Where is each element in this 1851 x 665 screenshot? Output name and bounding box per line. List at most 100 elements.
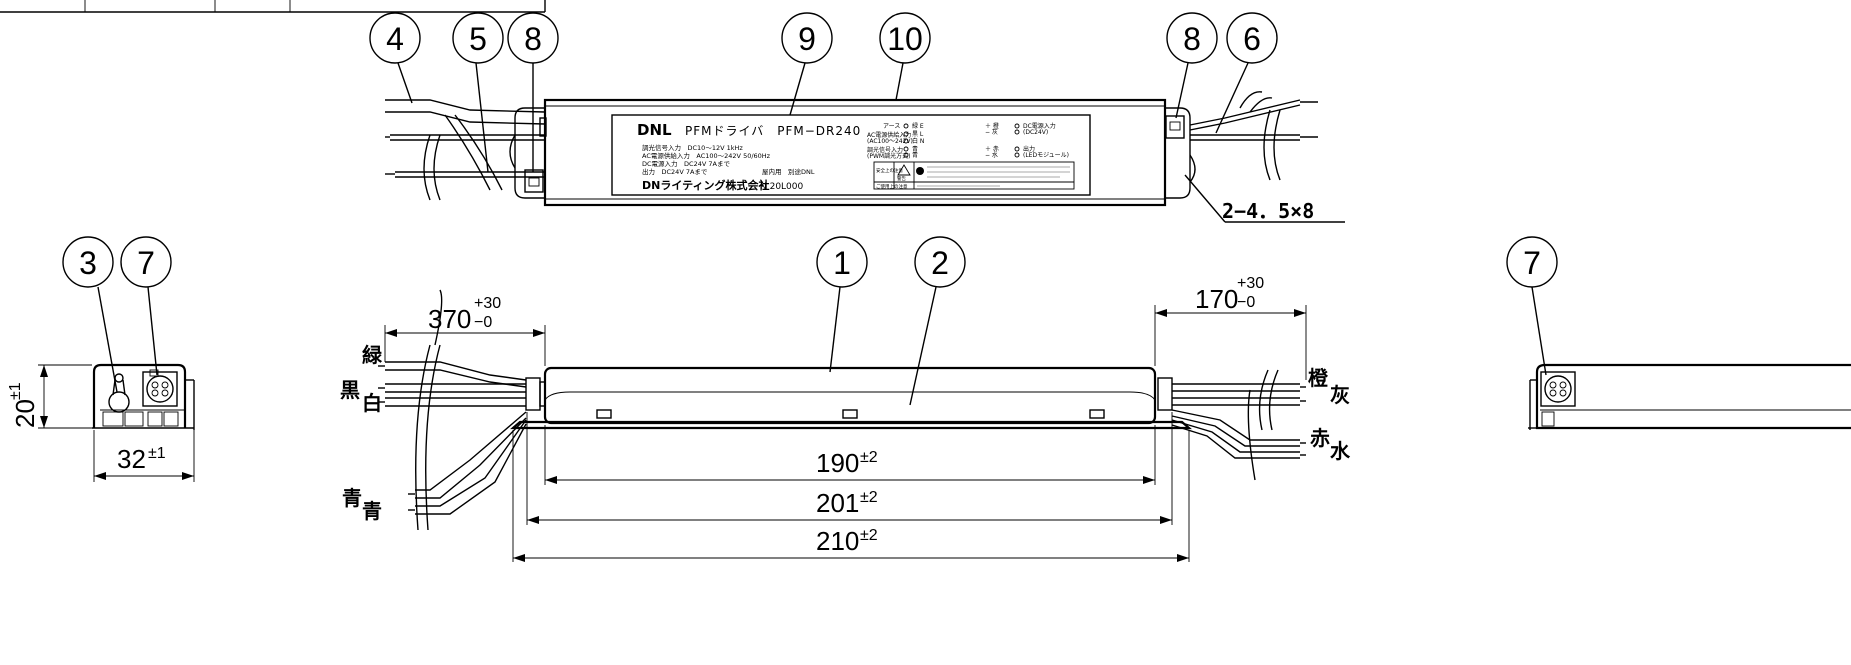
callout-7-left-label: 7 <box>137 245 155 281</box>
term-minus-1: − 灰 <box>985 128 998 136</box>
side-clamp-left <box>525 377 541 411</box>
indoor-note: 屋内用 別途DNL <box>762 167 815 176</box>
callout-5-label: 5 <box>469 21 487 57</box>
mount-hole-spec: 2−4．5×8 <box>1222 199 1314 223</box>
term-dc-v: (DC24V) <box>1023 129 1048 136</box>
height-value: 20 <box>10 399 40 428</box>
warning-triangle-icon <box>897 164 911 176</box>
total-length-tol: ±2 <box>860 527 878 544</box>
callout-4 <box>369 12 421 64</box>
exclamation-icon <box>916 167 924 175</box>
side-view-left-wires <box>378 289 527 531</box>
product-name: PFMドライバ PFM−DR240 <box>685 124 861 138</box>
wire-label-blue-b: 青 <box>362 499 382 523</box>
mid-length: 201 <box>816 488 859 518</box>
body-length-tol: ±2 <box>860 449 878 466</box>
cable-clamp-left <box>524 169 544 193</box>
term-plus-1: ＋ 橙 <box>985 122 999 130</box>
term-earth: アース <box>883 123 900 130</box>
side-view: 緑 黒 白 青 青 橙 灰 赤 水 <box>340 289 1351 531</box>
term-blue-1: 青 <box>912 145 918 153</box>
callout-2-label: 2 <box>931 245 949 281</box>
callout-8-right <box>1166 12 1218 64</box>
callout-10-label: 10 <box>887 21 923 57</box>
end-view-left: 20 ±1 32 ±1 <box>7 363 195 482</box>
callout-3-label: 3 <box>79 245 97 281</box>
term-plus-2: ＋ 赤 <box>985 146 999 153</box>
term-ac-range: (AC100〜242V) <box>867 138 913 145</box>
callout-4-label: 4 <box>386 21 404 57</box>
wire-label-gray: 灰 <box>1330 383 1350 407</box>
callout-6 <box>1226 12 1278 64</box>
term-dim-pwm: (PWM調光方式) <box>867 152 910 160</box>
term-dc-in: DC電源入力 <box>1023 122 1056 130</box>
callout-8-left-label: 8 <box>524 21 542 57</box>
top-view-right-wires <box>1189 91 1318 181</box>
terminal-connector-icon <box>108 373 130 413</box>
spec-line-3: DC電源入力 DC24V 7Aまで <box>642 159 730 168</box>
top-view: DNL PFMドライバ PFM−DR240 調光信号入力 DC10〜12V 1k… <box>385 91 1345 223</box>
total-length: 210 <box>816 526 859 556</box>
dimensions: 370 +30 −0 170 +30 −0 190 ±2 201 ±2 <box>384 275 1307 562</box>
lead-left-tol-plus: +30 <box>474 295 501 312</box>
wire-label-green: 緑 <box>362 343 383 367</box>
term-ac: AC電源供給入力 <box>867 131 911 139</box>
vent-slot <box>596 409 612 419</box>
callout-5 <box>452 12 504 64</box>
callout-1 <box>816 236 868 288</box>
callout-9 <box>781 12 833 64</box>
lead-socket-icon <box>1540 371 1576 407</box>
callout-1-label: 1 <box>833 245 851 281</box>
label-plate-frame <box>611 114 1091 196</box>
spec-line-1: 調光信号入力 DC10〜12V 1kHz <box>642 143 743 152</box>
callout-8-right-label: 8 <box>1183 21 1201 57</box>
base-plate <box>510 420 1192 430</box>
end-view-right-body <box>1535 363 1851 430</box>
term-e: 緑 E <box>912 122 924 130</box>
callout-9-label: 9 <box>798 21 816 57</box>
callout-3 <box>62 236 114 288</box>
term-out: 出力 <box>1023 145 1035 153</box>
wire-label-light-blue: 水 <box>1330 439 1351 463</box>
terminal-diagram: アース AC電源供給入力 (AC100〜242V) 調光信号入力 (PWM調光方… <box>867 122 1069 160</box>
callout-7-right-label: 7 <box>1523 245 1541 281</box>
body-length: 190 <box>816 448 859 478</box>
term-l: 黒 L <box>912 131 924 138</box>
lead-socket-icon <box>142 369 178 407</box>
end-view-left-body <box>92 363 187 428</box>
term-dim: 調光信号入力 <box>867 146 903 154</box>
wire-label-white: 白 <box>362 391 382 415</box>
term-out-led: (LEDモジュール) <box>1023 152 1069 159</box>
caution-use: ご使用上の注意 <box>876 183 908 190</box>
caution-box: 安全上の注意 警告 ご使用上の注意 <box>873 161 1075 190</box>
vent-slot <box>1089 409 1105 419</box>
lead-right-tol-plus: +30 <box>1237 275 1264 292</box>
top-view-left-cap <box>514 107 545 199</box>
side-clamp-right <box>1157 377 1173 411</box>
wire-label-red: 赤 <box>1310 426 1330 450</box>
spec-line-2: AC電源供給入力 AC100〜242V 50/60Hz <box>642 151 771 160</box>
lead-left-tol-minus: −0 <box>474 314 492 331</box>
end-view-right <box>1528 363 1851 430</box>
wire-label-black: 黒 <box>340 378 360 402</box>
lead-right-tol-minus: −0 <box>1237 294 1255 311</box>
callout-7-left <box>120 236 172 288</box>
callouts: 4 5 8 9 10 8 6 3 7 1 <box>62 12 1558 406</box>
width-tolerance: ±1 <box>148 445 166 462</box>
wire-label-blue-a: 青 <box>342 486 362 510</box>
term-n: 白 N <box>912 137 924 145</box>
height-tolerance: ±1 <box>7 382 24 400</box>
lead-left-length: 370 <box>428 304 471 334</box>
mid-length-tol: ±2 <box>860 489 878 506</box>
brand-logo: DNL <box>637 121 672 139</box>
callout-10 <box>879 12 931 64</box>
callout-2 <box>914 236 966 288</box>
title-block-fragment <box>0 0 546 13</box>
top-view-right-cap <box>1165 107 1191 199</box>
caution-title: 安全上の注意 <box>876 167 903 174</box>
term-minus-2: − 水 <box>985 151 998 159</box>
side-view-body <box>543 366 1157 425</box>
side-view-right-wires <box>1171 369 1306 481</box>
spec-line-4: 出力 DC24V 7Aまで <box>642 167 708 176</box>
